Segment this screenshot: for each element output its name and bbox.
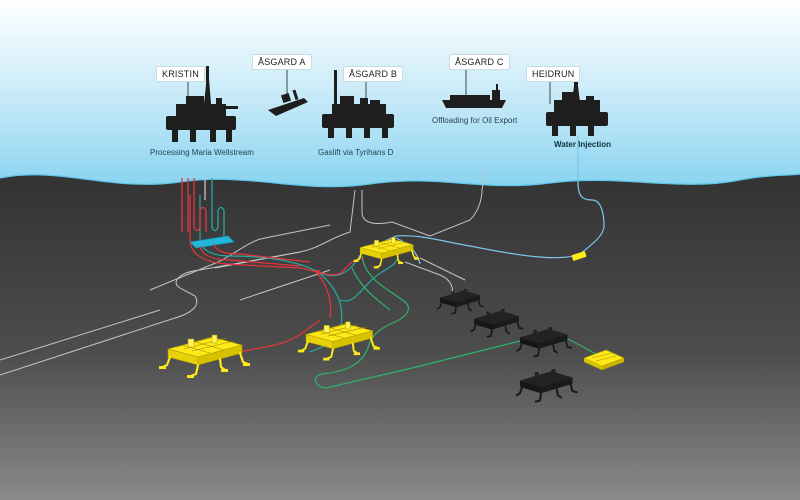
yellow-plem: [583, 349, 625, 370]
waterline: [0, 173, 800, 188]
red-junction-point: [316, 270, 320, 274]
caption-asgard-c: Offloading for Oil Export: [432, 116, 518, 125]
label-heidrun: HEIDRUN: [527, 67, 580, 81]
kristin-platform-icon: [166, 66, 238, 142]
seabed-background: [0, 174, 800, 500]
caption-asgard-b: Gaslift via Tyrihans D: [318, 148, 394, 157]
heidrun-platform-icon: [546, 70, 608, 136]
pipeline-grey: [0, 164, 487, 376]
label-asgard-a: ÅSGARD A: [253, 55, 311, 69]
injection-module: [571, 251, 587, 261]
risers-kristin: [181, 178, 225, 238]
label-asgard-b: ÅSGARD B: [344, 67, 403, 81]
asgard-c-tanker-icon: [442, 84, 506, 108]
asgard-a-vessel-icon: [268, 89, 308, 116]
label-kristin: KRISTIN: [157, 67, 204, 81]
label-asgard-c: ÅSGARD C: [450, 55, 509, 69]
caption-heidrun: Water Injection: [554, 140, 612, 149]
sea-surface-background: [0, 0, 800, 200]
asgard-b-platform-icon: [322, 70, 394, 138]
riser-base-manifold: [189, 235, 235, 249]
pipeline-green: [314, 255, 601, 389]
manifold-outlets: [199, 243, 311, 267]
caption-kristin: Processing Maria Wellstream: [150, 148, 254, 157]
